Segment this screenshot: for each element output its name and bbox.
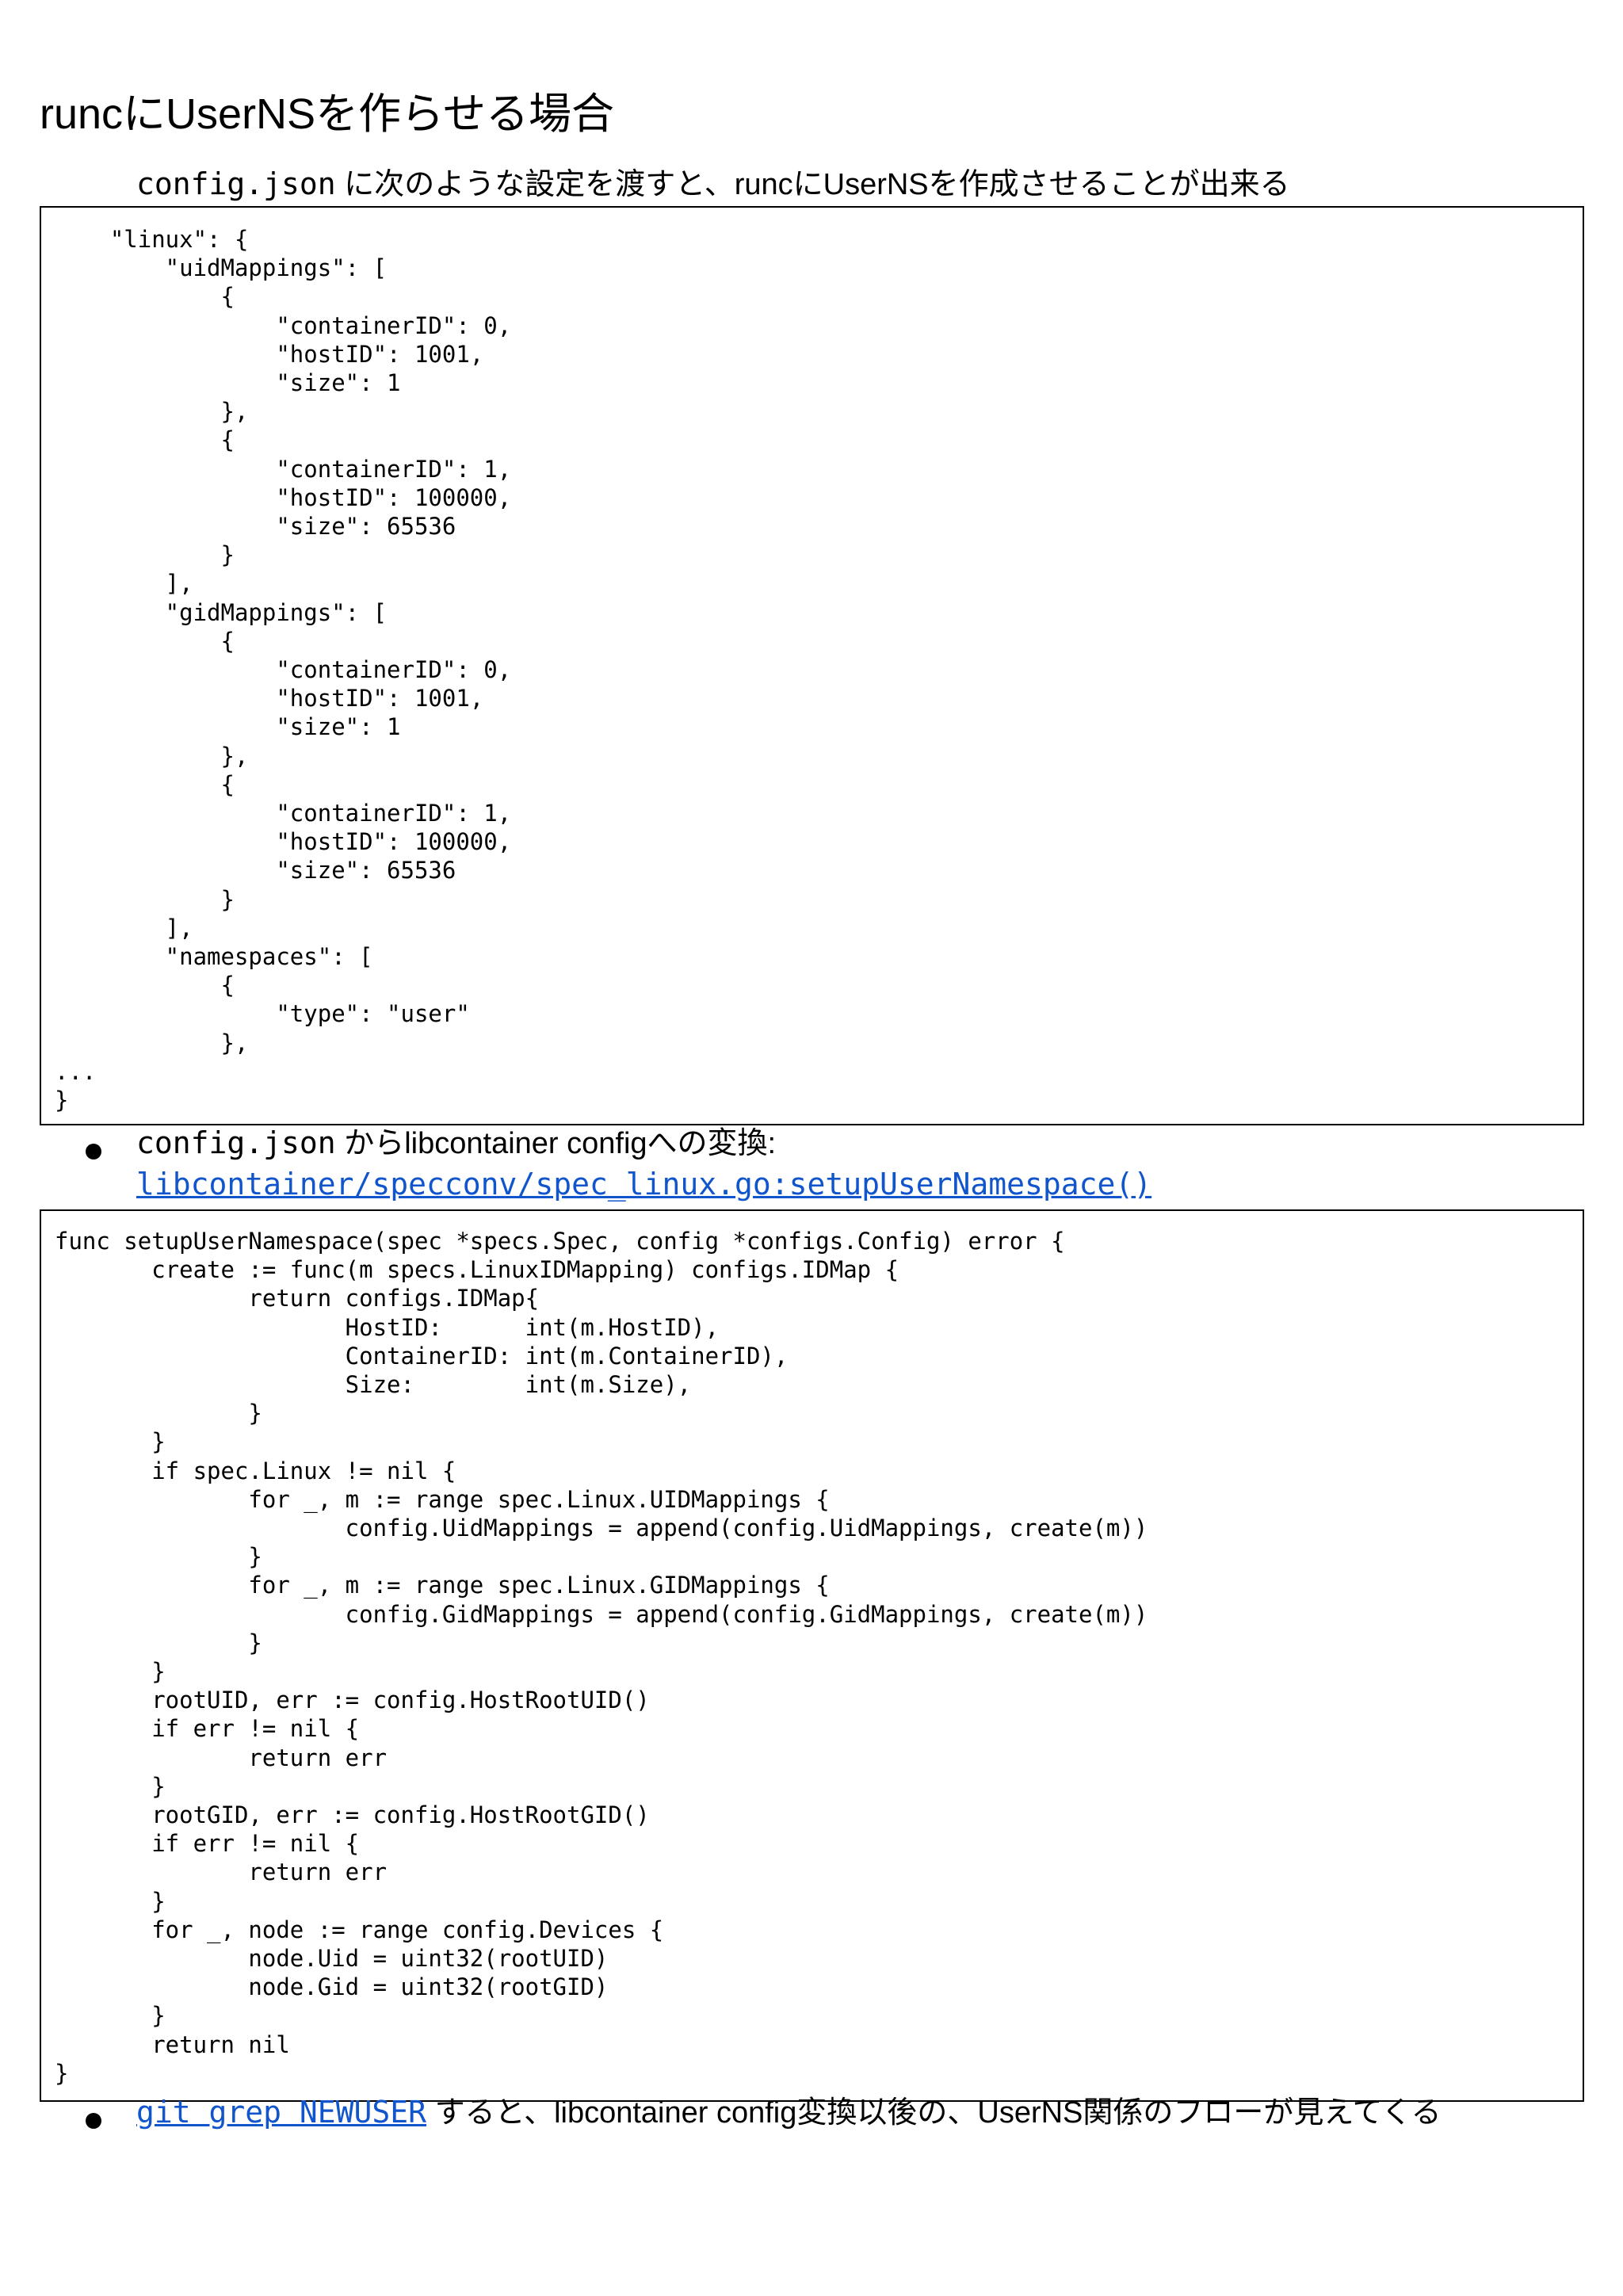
bullet-code-filename: config.json [136,1125,336,1160]
config-json-code-block: "linux": { "uidMappings": [ { "container… [40,206,1584,1125]
go-code-block: func setupUserNamespace(spec *specs.Spec… [40,1209,1584,2102]
source-file-link[interactable]: libcontainer/specconv/spec_linux.go:setu… [136,1167,1152,1201]
git-grep-text: すると、libcontainer config変換以後の、UserNS関係のフロ… [426,2096,1442,2130]
bullet-conversion-text: config.json からlibcontainer configへの変換: [136,1122,776,1164]
source-link-line: libcontainer/specconv/spec_linux.go:setu… [136,1163,1151,1205]
config-json-code: "linux": { "uidMappings": [ { "container… [55,226,512,1114]
go-code: func setupUserNamespace(spec *specs.Spec… [55,1228,1148,2087]
intro-text: に次のような設定を渡すと、runcにUserNSを作成させることが出来る [335,168,1290,201]
bullet-conversion-label: からlibcontainer configへの変換: [335,1127,777,1160]
bullet-point [86,2113,101,2129]
page-title: runcにUserNSを作らせる場合 [40,90,614,138]
intro-code-filename: config.json [136,166,336,201]
bullet-point [86,1144,101,1159]
intro-paragraph: config.json に次のような設定を渡すと、runcにUserNSを作成さ… [136,163,1290,205]
bullet-git-grep: git grep NEWUSER すると、libcontainer config… [136,2092,1442,2134]
git-grep-link[interactable]: git grep NEWUSER [136,2095,427,2130]
